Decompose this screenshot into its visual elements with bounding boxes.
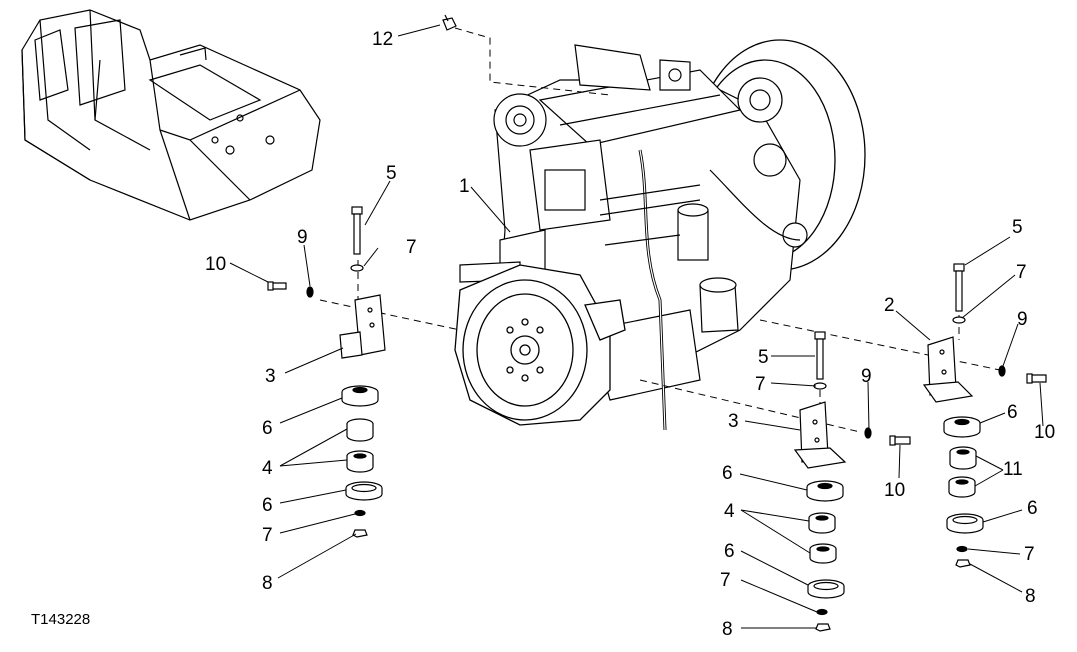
callout-7-right-bottom: 7 — [1024, 544, 1035, 565]
callout-4-middle: 4 — [724, 501, 735, 522]
callout-8-right: 8 — [1025, 586, 1036, 607]
callout-8-left: 8 — [262, 573, 273, 594]
callout-4-left: 4 — [262, 458, 273, 479]
callout-7-middle-top: 7 — [755, 374, 766, 395]
callout-6-right-top: 6 — [1007, 402, 1018, 423]
callout-10-middle: 10 — [884, 480, 906, 501]
leader-lines — [229, 24, 1044, 629]
callout-3-middle: 3 — [728, 411, 739, 432]
excavator-locator-illustration — [21, 9, 321, 221]
callout-7-right-top: 7 — [1016, 262, 1027, 283]
callout-2: 2 — [884, 295, 895, 316]
callout-5-right: 5 — [1012, 217, 1023, 238]
middle-mount-stack — [793, 331, 911, 632]
callout-8-middle: 8 — [722, 619, 733, 640]
callout-9-right: 9 — [1017, 309, 1028, 330]
callout-11: 11 — [1003, 459, 1023, 480]
figure-id: T143228 — [31, 611, 91, 628]
right-mount-stack — [922, 263, 1047, 568]
part-12-clip — [442, 14, 457, 31]
callout-7-left-bottom: 7 — [262, 525, 273, 546]
callout-6-right-bottom: 6 — [1027, 498, 1038, 519]
callout-5-left: 5 — [386, 163, 397, 184]
callout-9-middle: 9 — [861, 366, 872, 387]
callout-7-middle-bottom: 7 — [720, 570, 731, 591]
callout-6-middle-top: 6 — [722, 463, 733, 484]
callout-6-left-bottom: 6 — [262, 495, 273, 516]
callout-10-left: 10 — [205, 254, 227, 275]
callout-10-right: 10 — [1034, 422, 1056, 443]
callout-6-middle-bottom: 6 — [724, 541, 735, 562]
callout-3-left: 3 — [265, 366, 276, 387]
callout-5-middle: 5 — [758, 347, 769, 368]
callout-6-left-top: 6 — [262, 418, 273, 439]
callout-7-left-top: 7 — [406, 237, 417, 258]
callout-1: 1 — [459, 176, 470, 197]
left-mount-stack — [267, 206, 386, 538]
callout-12: 12 — [372, 29, 394, 50]
callout-9-left: 9 — [297, 227, 308, 248]
flywheel-housing — [454, 264, 626, 426]
